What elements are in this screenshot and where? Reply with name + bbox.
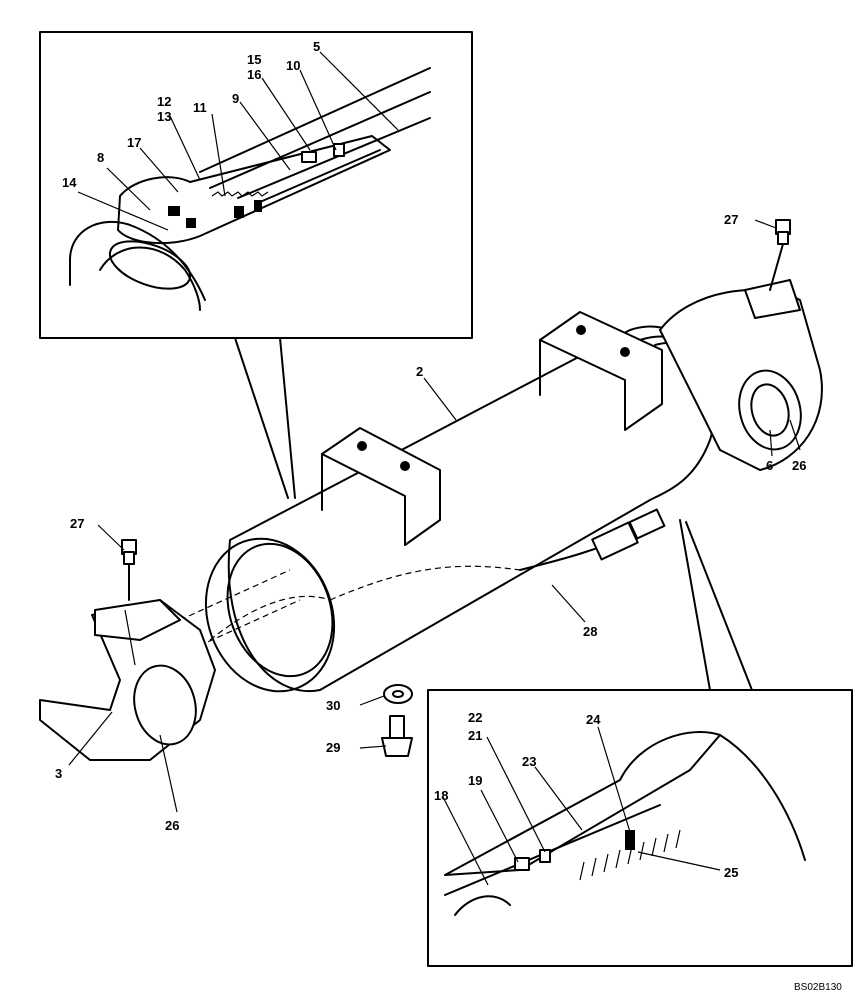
label-30: 30 [326, 698, 340, 713]
label-10: 10 [286, 58, 300, 73]
hydraulic-pipe [209, 508, 666, 641]
grease-fitting-left [121, 539, 137, 601]
label-3: 3 [55, 766, 62, 781]
label-6: 6 [766, 458, 773, 473]
bolt [381, 715, 413, 757]
label-24: 24 [586, 712, 601, 727]
label-26-head: 26 [792, 458, 806, 473]
label-13: 13 [157, 109, 171, 124]
grease-fitting-right [769, 219, 791, 291]
label-12: 12 [157, 94, 171, 109]
label-23: 23 [522, 754, 536, 769]
leader-lines [68, 51, 801, 886]
label-15: 15 [247, 52, 261, 67]
label-26-rod: 26 [165, 818, 179, 833]
mounting-bracket-right [539, 311, 663, 431]
washer [383, 684, 413, 704]
label-28: 28 [583, 624, 597, 639]
drawing-reference: BS02B130 [794, 982, 842, 993]
head-end-eye [659, 279, 823, 471]
label-18: 18 [434, 788, 448, 803]
label-17: 17 [127, 135, 141, 150]
label-19: 19 [468, 773, 482, 788]
label-14: 14 [62, 175, 77, 190]
label-5: 5 [313, 39, 320, 54]
label-16: 16 [247, 67, 261, 82]
label-27-rod: 27 [70, 516, 84, 531]
label-29: 29 [326, 740, 340, 755]
piston-seal-detail-inset [427, 519, 853, 967]
part-labels: 2 3 5 6 8 9 10 11 12 13 14 15 16 17 18 1… [55, 39, 806, 880]
label-27-head: 27 [724, 212, 738, 227]
label-2: 2 [416, 364, 423, 379]
label-21: 21 [468, 728, 482, 743]
mounting-bracket-left [321, 427, 441, 546]
label-25: 25 [724, 865, 738, 880]
rod-end-eye [39, 569, 301, 761]
label-9: 9 [232, 91, 239, 106]
label-8: 8 [97, 150, 104, 165]
rod-seal-detail-inset [39, 31, 473, 499]
label-22: 22 [468, 710, 482, 725]
label-11: 11 [193, 100, 207, 115]
